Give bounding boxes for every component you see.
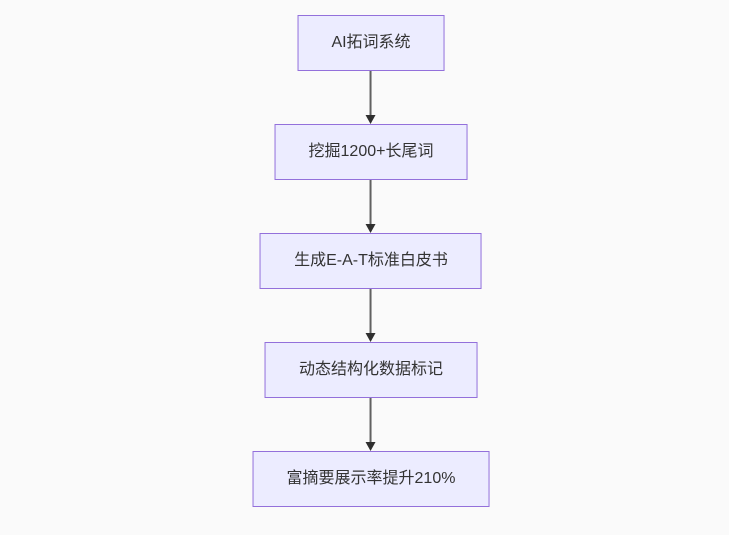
- flow-node-a: AI拓词系统: [297, 15, 445, 71]
- flowchart: AI拓词系统挖掘1200+长尾词生成E-A-T标准白皮书动态结构化数据标记富摘要…: [252, 15, 490, 507]
- flow-node-d: 动态结构化数据标记: [264, 342, 478, 398]
- arrow-line: [370, 71, 372, 115]
- arrow-line: [370, 398, 372, 442]
- flow-node-b: 挖掘1200+长尾词: [274, 124, 468, 180]
- arrow-line: [370, 289, 372, 333]
- arrow-head-icon: [366, 442, 376, 451]
- flow-node-e: 富摘要展示率提升210%: [252, 451, 490, 507]
- arrow-head-icon: [366, 333, 376, 342]
- arrow-head-icon: [366, 115, 376, 124]
- flow-arrow-d-e: [366, 398, 376, 451]
- flow-node-c: 生成E-A-T标准白皮书: [260, 233, 482, 289]
- flow-arrow-c-d: [366, 289, 376, 342]
- arrow-head-icon: [366, 224, 376, 233]
- flow-arrow-b-c: [366, 180, 376, 233]
- arrow-line: [370, 180, 372, 224]
- flow-arrow-a-b: [366, 71, 376, 124]
